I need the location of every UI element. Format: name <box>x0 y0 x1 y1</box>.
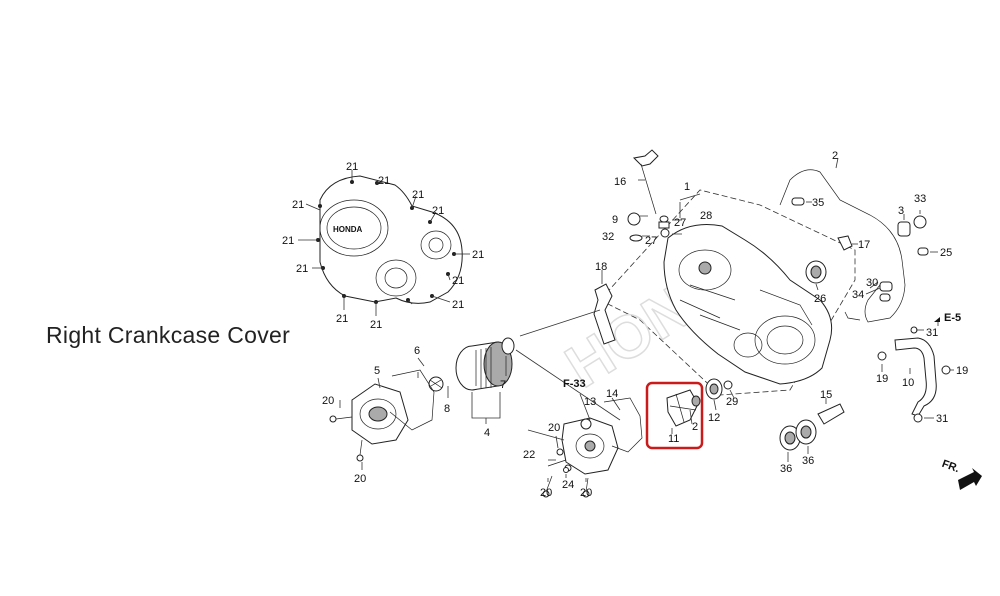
part-label: 26 <box>814 293 826 305</box>
part-label: 21 <box>292 199 304 211</box>
oil-seal <box>705 378 733 400</box>
part-label: 27 <box>645 235 657 247</box>
part-label: 21 <box>378 175 390 187</box>
water-pump-housing <box>542 397 643 498</box>
part-label: 20 <box>322 395 334 407</box>
part-label: 21 <box>412 189 424 201</box>
page-title: Right Crankcase Cover <box>46 322 291 348</box>
part-label: 21 <box>472 249 484 261</box>
part-label: 20 <box>548 422 560 434</box>
part-label: 21 <box>452 299 464 311</box>
part-label: 6 <box>414 345 420 357</box>
part-label: 21 <box>282 235 294 247</box>
ref-e5: E-5 <box>944 312 961 324</box>
part-label: 21 <box>296 263 308 275</box>
part-label: 32 <box>602 231 614 243</box>
part-label: 16 <box>614 176 626 188</box>
part-label: 9 <box>612 214 618 226</box>
front-direction-arrow: FR. <box>940 458 982 490</box>
part-label: 21 <box>346 161 358 173</box>
part-label: 36 <box>780 463 792 475</box>
part-label: 13 <box>584 396 596 408</box>
part-labels: 1 2 2 3 4 5 6 7 8 9 10 11 12 13 14 15 16… <box>282 150 968 499</box>
ref-f33: F-33 <box>563 378 586 390</box>
part-label: 20 <box>580 487 592 499</box>
part-label: 2 <box>832 150 838 162</box>
part-label: 12 <box>708 412 720 424</box>
part-label: 15 <box>820 389 832 401</box>
part-label: 17 <box>858 239 870 251</box>
bracket-18 <box>593 283 616 345</box>
part-label: 5 <box>374 365 380 377</box>
dowel-pins <box>658 215 670 238</box>
filter-cover <box>329 369 435 462</box>
part-label: 34 <box>852 289 864 301</box>
water-pipe <box>877 326 951 423</box>
highlight-box <box>645 381 704 450</box>
part-label: 2 <box>692 421 698 433</box>
part-label: 21 <box>452 275 464 287</box>
part-label: 21 <box>370 319 382 331</box>
part-label: 29 <box>726 396 738 408</box>
part-label: 27 <box>674 217 686 229</box>
part-label: 31 <box>936 413 948 425</box>
part-label: 14 <box>606 388 618 400</box>
part-label: 19 <box>876 373 888 385</box>
part-label: 28 <box>700 210 712 222</box>
part-label: 24 <box>562 479 574 491</box>
part-label: 36 <box>802 455 814 467</box>
part-label: 33 <box>914 193 926 205</box>
part-label: 1 <box>684 181 690 193</box>
gasket <box>779 169 906 323</box>
fr-label: FR. <box>940 458 961 475</box>
part-label: 35 <box>812 197 824 209</box>
dipstick <box>627 149 659 242</box>
shaft-and-bearings <box>779 403 845 451</box>
part-label: 19 <box>956 365 968 377</box>
part-label: 18 <box>595 261 607 273</box>
part-label: 25 <box>940 247 952 259</box>
part-label: 20 <box>540 487 552 499</box>
water-pump-impeller <box>666 389 701 427</box>
part-label: 8 <box>444 403 450 415</box>
part-label: 30 <box>866 277 878 289</box>
oil-filter <box>428 337 515 392</box>
bearing-26 <box>805 260 827 284</box>
part-label: 3 <box>898 205 904 217</box>
part-label: 10 <box>902 377 914 389</box>
leader-lines <box>298 157 954 482</box>
part-label: 4 <box>484 427 490 439</box>
part-label: 11 <box>668 433 679 445</box>
part-label: 21 <box>336 313 348 325</box>
part-label: 20 <box>354 473 366 485</box>
part-label: 31 <box>926 327 938 339</box>
part-label: 21 <box>432 205 444 217</box>
part-label: 7 <box>500 379 506 391</box>
outer-cover-drawing: HONDA <box>316 175 463 304</box>
part-label: 22 <box>523 449 535 461</box>
brand-emblem: HONDA <box>333 225 363 234</box>
right-small-parts <box>791 197 929 302</box>
